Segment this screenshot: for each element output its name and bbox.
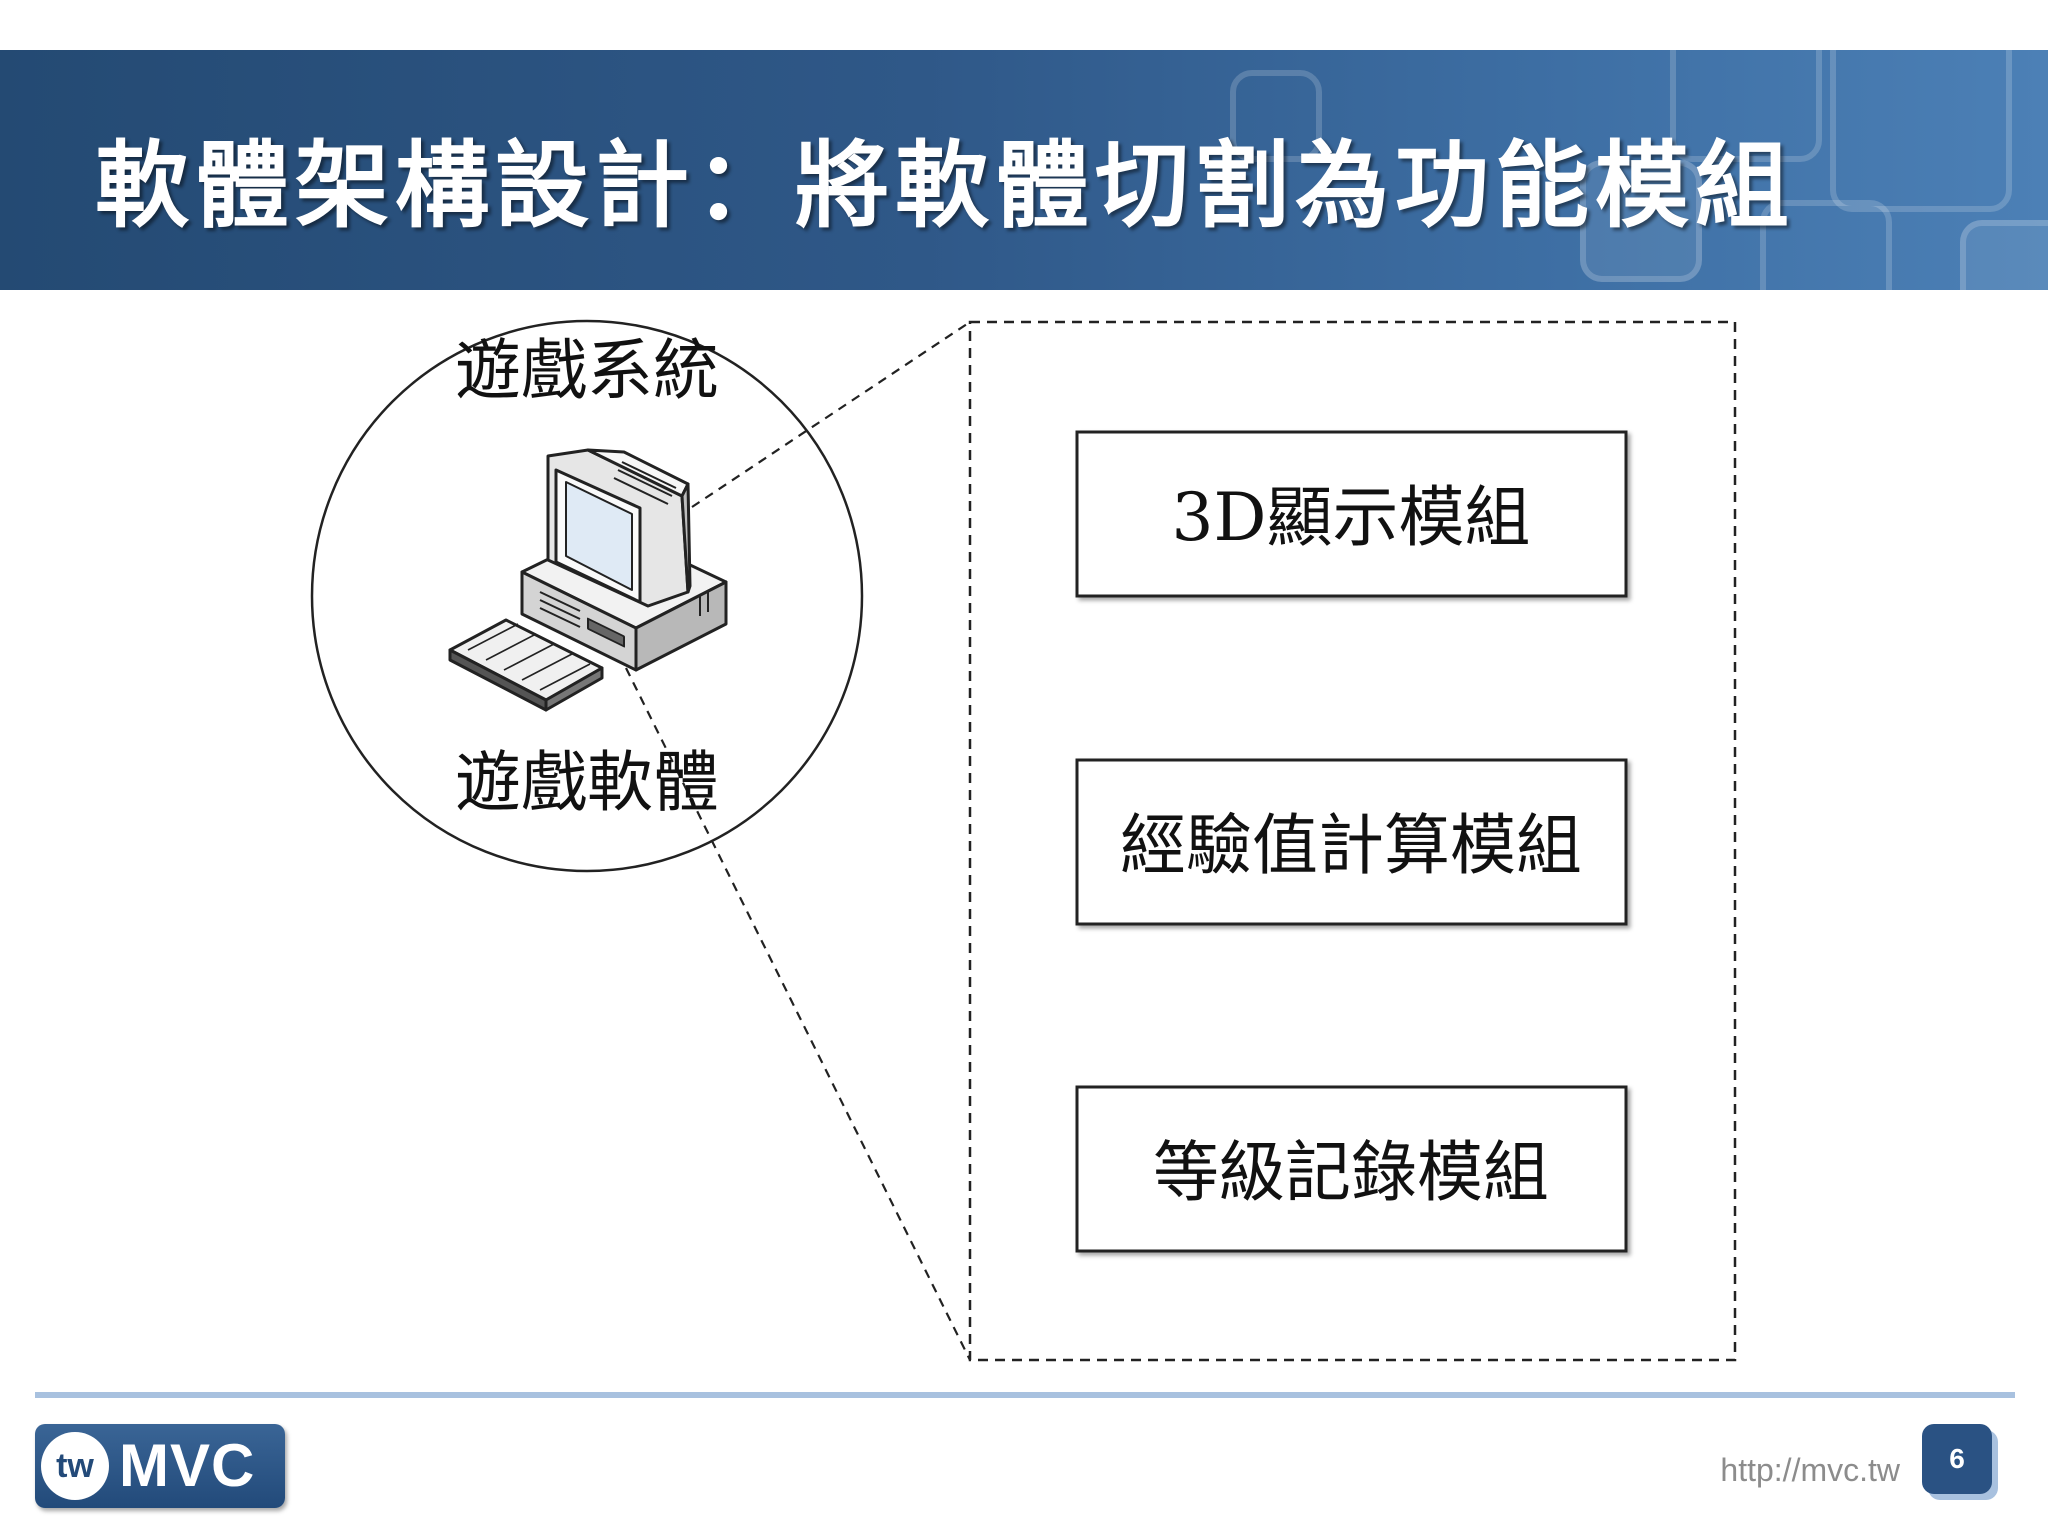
banner-decoration [1830, 50, 2012, 212]
banner-decoration [1960, 220, 2048, 290]
banner-decoration [1760, 200, 1892, 290]
banner-decoration [1230, 70, 1322, 162]
module-box-experience-calc: 經驗值計算模組 [1075, 758, 1628, 926]
module-label: 等級記錄模組 [1153, 1134, 1549, 1211]
footer-divider [35, 1392, 2015, 1398]
module-label: 3D顯示模組 [1172, 479, 1531, 556]
banner-decoration [1670, 50, 1822, 162]
logo-text: MVC [119, 1432, 256, 1499]
title-banner: 軟體架構設計：將軟體切割為功能模組 [0, 50, 2048, 290]
mvc-logo: tw MVC [35, 1424, 285, 1508]
footer-url: http://mvc.tw [1720, 1452, 1900, 1488]
module-label: 經驗值計算模組 [1120, 807, 1582, 884]
slide-title: 軟體架構設計：將軟體切割為功能模組 [95, 132, 1796, 241]
module-box-level-record: 等級記錄模組 [1075, 1085, 1628, 1253]
game-software-label: 遊戲軟體 [455, 744, 719, 821]
module-box-3d-display: 3D顯示模組 [1075, 430, 1628, 598]
banner-decoration [1580, 160, 1702, 282]
game-system-circle [310, 319, 864, 873]
zoom-connector-line [691, 321, 971, 508]
logo-badge: tw [41, 1432, 109, 1500]
software-detail-box [968, 320, 1737, 1362]
desktop-computer-icon [448, 448, 728, 712]
zoom-connector-line [625, 667, 971, 1361]
page-number: 6 [1922, 1424, 1992, 1494]
game-system-label: 遊戲系統 [455, 332, 719, 409]
